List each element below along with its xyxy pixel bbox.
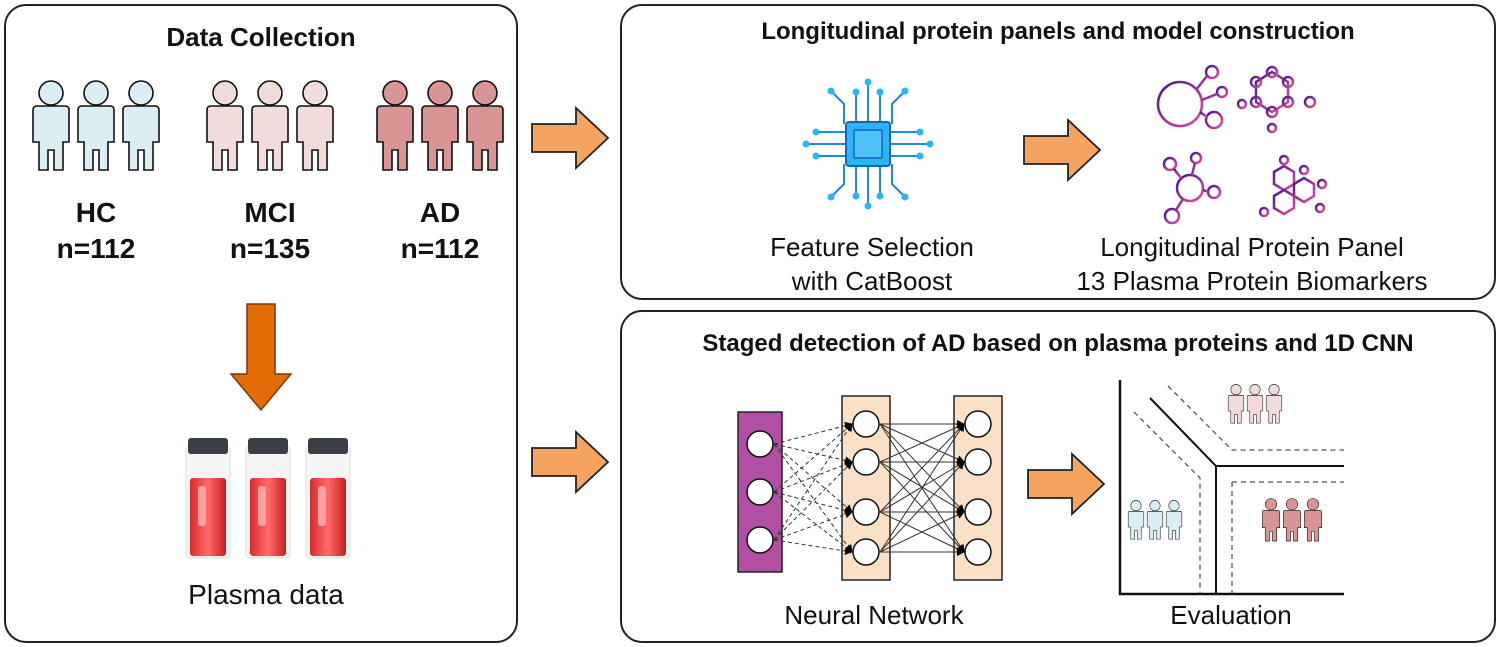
plasma-tubes-icon [185, 438, 351, 559]
protein-panel-line2: 13 Plasma Protein Biomarkers [1076, 266, 1428, 296]
ad-people-icon [376, 80, 504, 171]
ad-label: AD [419, 197, 461, 228]
neural-network-diagram [737, 395, 1003, 581]
mci-count: n=135 [229, 233, 311, 264]
right-arrow-bottom-icon [531, 429, 610, 495]
evaluation-label: Evaluation [1170, 600, 1292, 630]
mci-people-icon [206, 80, 334, 171]
down-arrow-icon [229, 303, 293, 412]
model-construction-panel: Longitudinal protein panels and model co… [620, 4, 1496, 300]
mci-label: MCI [244, 197, 296, 228]
molecule-icons [1156, 64, 1328, 225]
staged-detection-panel: Staged detection of AD based on plasma p… [620, 310, 1496, 643]
protein-panel-line1: Longitudinal Protein Panel [1100, 232, 1404, 262]
staged-detection-title: Staged detection of AD based on plasma p… [702, 330, 1414, 357]
hc-count: n=112 [56, 233, 136, 264]
right-arrow-inner-bottom-icon [1027, 451, 1106, 517]
neural-network-label: Neural Network [784, 600, 964, 630]
plasma-data-label: Plasma data [188, 579, 344, 610]
feature-selection-line2: with CatBoost [791, 266, 953, 296]
hc-label: HC [75, 197, 117, 228]
feature-selection-line1: Feature Selection [770, 232, 974, 262]
right-arrow-inner-top-icon [1023, 117, 1102, 183]
model-construction-title: Longitudinal protein panels and model co… [761, 18, 1355, 45]
hc-people-icon [32, 80, 160, 171]
data-collection-panel: Data Collection HC n=112 MCI n=135 AD n=… [4, 4, 518, 643]
ad-count: n=112 [400, 233, 480, 264]
right-arrow-top-icon [531, 105, 610, 171]
chip-icon [802, 78, 934, 210]
data-collection-title: Data Collection [166, 22, 356, 52]
evaluation-plot [1118, 380, 1344, 596]
